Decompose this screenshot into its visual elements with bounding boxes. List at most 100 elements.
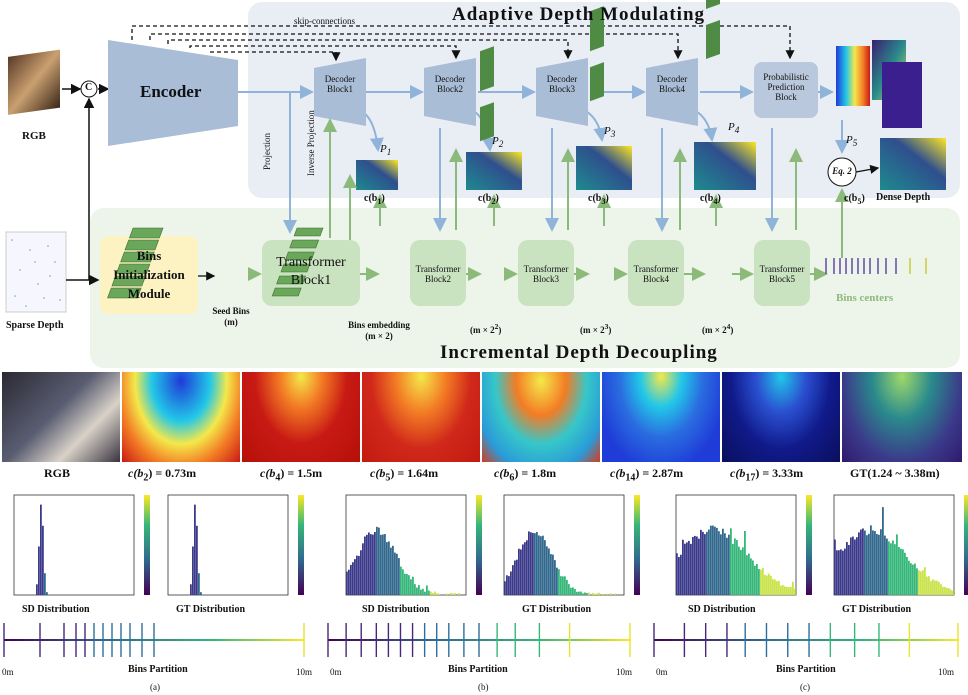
histogram-frame	[13, 494, 135, 596]
colorbar	[634, 495, 640, 595]
stacks-2	[480, 0, 720, 142]
histogram-bar	[686, 542, 688, 595]
histogram-bar	[780, 585, 782, 595]
histogram-bar	[382, 534, 384, 595]
histogram-bar	[700, 529, 702, 595]
histogram-bar	[948, 588, 950, 595]
histogram-bar	[876, 533, 878, 595]
histogram-bar	[414, 584, 416, 595]
caption-b14: c(b14) = 2.87m	[610, 466, 684, 484]
histogram-bar	[194, 504, 196, 595]
histogram-bar	[784, 586, 786, 595]
histogram-bar	[874, 531, 876, 595]
colorbar	[964, 495, 968, 595]
histogram-bar	[196, 525, 198, 595]
histogram-bar	[396, 553, 398, 595]
histogram-bar	[860, 529, 862, 595]
histogram-bar	[678, 557, 680, 595]
histogram-bar	[582, 593, 584, 595]
transformer-block-3	[518, 240, 574, 306]
histogram-bar	[350, 564, 352, 595]
depth-map-b17	[722, 372, 840, 462]
histogram-bar	[842, 550, 844, 595]
histogram-bar	[898, 546, 900, 595]
histogram-bar	[602, 593, 604, 595]
histogram-bar	[692, 536, 694, 595]
histogram-bar	[424, 591, 426, 595]
caption-b4: c(b4) = 1.5m	[260, 466, 323, 484]
histogram-bar	[538, 535, 540, 595]
histogram-bar	[606, 593, 608, 595]
cb2-label: c(b2)	[478, 193, 499, 206]
histogram-bar	[426, 585, 428, 595]
histogram-bar	[528, 531, 530, 595]
encoder-label: Encoder	[140, 82, 202, 101]
transformer-block-4	[628, 240, 684, 306]
histogram-bar	[432, 593, 434, 595]
histogram-bar	[534, 533, 536, 595]
histogram-bar	[578, 591, 580, 595]
histogram-bar	[42, 525, 44, 595]
histogram-bar	[908, 560, 910, 595]
hist-label-c-sd: SD Distribution	[688, 604, 756, 615]
histogram-bar	[774, 579, 776, 595]
histogram-bar	[894, 544, 896, 595]
eq2-label: Eq. 2	[832, 166, 852, 176]
colorbar	[298, 495, 304, 595]
histogram-bar	[458, 593, 460, 595]
histogram-bar	[730, 528, 732, 595]
histogram-bar	[520, 549, 522, 595]
adaptive-title: Adaptive Depth Modulating	[452, 4, 706, 25]
histogram-bar	[900, 548, 902, 595]
histogram-bar	[848, 544, 850, 595]
partition-axis	[654, 639, 958, 641]
histogram-bar	[882, 507, 884, 595]
prob-map-1	[836, 46, 870, 106]
decoder-block-2	[424, 58, 476, 126]
histogram-bar	[748, 553, 750, 595]
histogram-bar	[756, 564, 758, 595]
seed-bins-label: Seed Bins(m)	[212, 306, 250, 327]
p2-label: P2	[492, 135, 504, 150]
histogram-bar	[446, 593, 448, 595]
bins-centers-bar	[825, 258, 928, 274]
histogram-bar	[586, 593, 588, 595]
histogram-bar	[518, 548, 520, 595]
histogram-bar	[378, 527, 380, 595]
histogram-bar	[766, 575, 768, 595]
architecture-diagram	[5, 0, 946, 314]
histogram-bar	[940, 584, 942, 595]
caption-b5: c(b5) = 1.64m	[370, 466, 439, 484]
hist-label-a-gt: GT Distribution	[176, 604, 245, 615]
histogram-bar	[714, 526, 716, 595]
p-map-2	[466, 152, 522, 190]
histogram-bar	[866, 535, 868, 595]
histogram-bar	[852, 536, 854, 595]
histogram-bar	[512, 565, 514, 595]
histogram-bar	[420, 589, 422, 595]
p-map-1	[356, 160, 398, 190]
histogram-bar	[402, 569, 404, 595]
histogram-bar	[452, 593, 454, 595]
p-map-4	[694, 142, 756, 190]
histogram-bar	[384, 534, 386, 595]
projection-label: Projection	[262, 133, 272, 170]
histogram-bar	[722, 528, 724, 595]
concat-symbol: C	[85, 82, 93, 93]
histogram-bar	[836, 550, 838, 595]
histogram-bar	[702, 531, 704, 595]
histogram-bar	[418, 585, 420, 595]
histogram-bar	[728, 534, 730, 595]
histogram-bar	[390, 547, 392, 595]
histogram-bar	[190, 584, 192, 595]
histogram-bar	[680, 554, 682, 595]
histogram-bar	[704, 534, 706, 595]
histogram-bar	[934, 580, 936, 595]
bins-embedding-label: Bins embedding(m × 2)	[348, 320, 410, 341]
rgb-input-image	[8, 49, 60, 115]
histogram-bar	[192, 546, 194, 595]
histogram-bar	[778, 580, 780, 595]
